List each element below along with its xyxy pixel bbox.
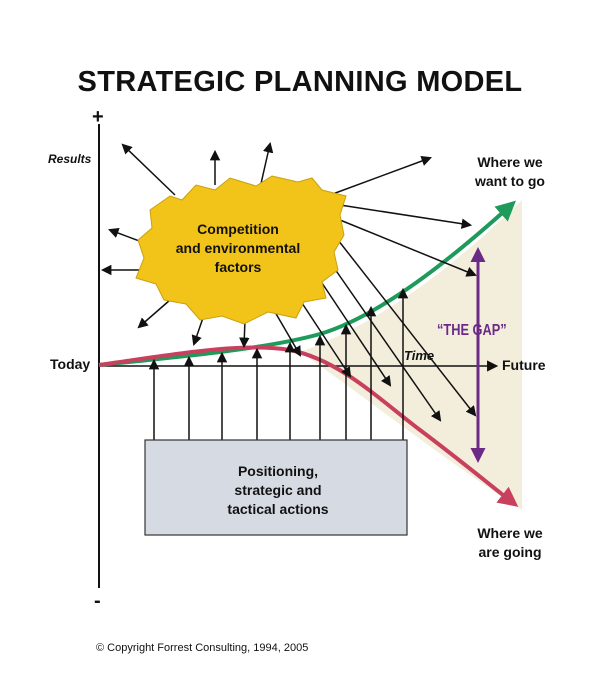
burst-shape — [135, 175, 347, 325]
actions-box — [144, 439, 408, 536]
burst-label: Competition and environmental factors — [168, 220, 308, 277]
burst-arrows — [100, 141, 477, 422]
y-axis-label: Results — [48, 152, 92, 166]
actions-box-label: Positioning, strategic and tactical acti… — [150, 462, 406, 519]
page-title: STRATEGIC PLANNING MODEL — [77, 66, 523, 98]
today-label: Today — [50, 356, 91, 372]
lower-curve-label-line: Where we — [477, 525, 543, 541]
time-label: Time — [404, 348, 435, 363]
actions-label-line: Positioning, — [237, 463, 319, 479]
actions-label-line: strategic and — [234, 482, 322, 498]
axis-minus-label: - — [94, 590, 101, 612]
lower-curve-label: Where we are going — [452, 524, 568, 562]
upper-curve-label-line: Where we — [477, 154, 543, 170]
actions-label-line: tactical actions — [227, 501, 329, 517]
copyright-text: © Copyright Forrest Consulting, 1994, 20… — [96, 642, 309, 654]
upper-curve — [98, 200, 516, 367]
gap-label: “THE GAP” — [437, 322, 507, 339]
upper-curve-label-line: want to go — [475, 173, 545, 189]
burst-label-line: Competition — [197, 221, 279, 237]
gap-area — [300, 200, 522, 510]
burst-label-line: and environmental — [175, 240, 301, 256]
burst-label-line: factors — [214, 259, 262, 275]
axis-plus-label: + — [92, 106, 104, 128]
action-arrows — [148, 287, 409, 440]
upper-curve-label: Where we want to go — [452, 153, 568, 191]
future-label: Future — [502, 357, 546, 373]
lower-curve-label-line: are going — [478, 544, 542, 560]
